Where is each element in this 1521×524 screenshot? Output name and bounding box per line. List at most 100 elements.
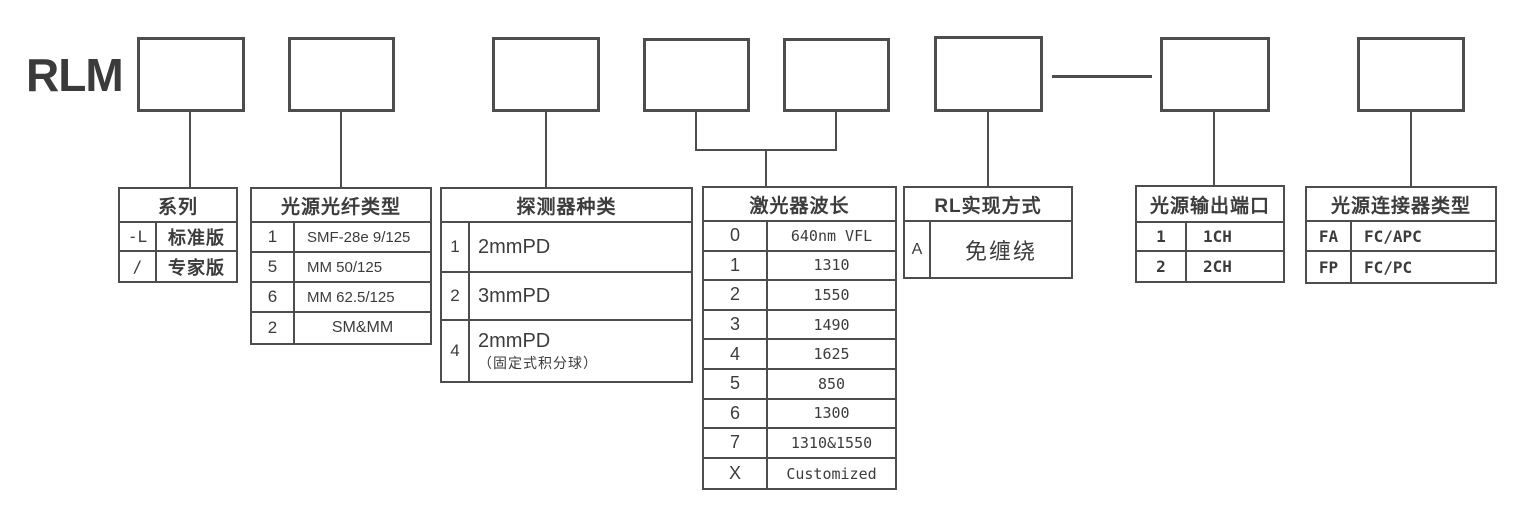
cell-code: 0 [704, 222, 768, 250]
code-box-wavelength-2 [783, 38, 890, 112]
cell-code: 6 [252, 283, 295, 311]
code-box-fiber-type [288, 37, 395, 112]
table-row: 5 MM 50/125 [252, 253, 430, 283]
cell-code: 1 [442, 223, 470, 271]
table-fiber-type-title: 光源光纤类型 [252, 189, 430, 223]
cell-code: / [120, 252, 157, 281]
cell-code: 5 [704, 369, 768, 398]
cell-code: 7 [704, 429, 768, 457]
cell-value: 1625 [813, 345, 850, 364]
code-box-rl-method [934, 36, 1043, 112]
table-row: 6 MM 62.5/125 [252, 283, 430, 313]
cell-value: 1490 [813, 315, 850, 334]
table-row: 5 850 [704, 369, 895, 400]
table-detector-title: 探测器种类 [442, 189, 691, 223]
cell-value: 标准版 [168, 227, 225, 248]
table-fiber-type: 光源光纤类型 1 SMF-28e 9/125 5 MM 50/125 6 MM … [250, 187, 432, 345]
cell-value: MM 50/125 [307, 258, 383, 276]
cell-value: 640nm VFL [790, 226, 873, 245]
table-wavelength-title: 激光器波长 [704, 188, 895, 222]
connector-output-port [1213, 111, 1215, 186]
cell-code: 4 [704, 340, 768, 368]
cell-code: 1 [1137, 223, 1187, 250]
table-series: 系列 -L 标准版 / 专家版 [118, 187, 238, 283]
table-row: -L 标准版 [120, 223, 236, 252]
cell-code: X [704, 458, 768, 489]
table-output-port-title: 光源输出端口 [1137, 187, 1283, 223]
table-row: 2 2CH [1137, 252, 1283, 281]
cell-code: 6 [704, 399, 768, 428]
cell-value: MM 62.5/125 [307, 288, 395, 306]
table-row: 0 640nm VFL [704, 222, 895, 252]
connector-wavelength-left [695, 111, 697, 151]
cell-value: 1310 [813, 256, 850, 275]
connector-fiber-type [340, 111, 342, 187]
connector-rl-method [987, 111, 989, 187]
table-row: 1 1310 [704, 251, 895, 282]
cell-code: -L [120, 223, 157, 250]
cell-code: 2 [704, 281, 768, 309]
table-rl-method-title: RL实现方式 [905, 188, 1071, 222]
table-row: A 免缠绕 [905, 222, 1071, 277]
cell-value-main: 2mmPD [478, 329, 551, 352]
cell-value: 免缠绕 [964, 238, 1037, 264]
cell-value: 1310&1550 [790, 433, 873, 452]
cell-code: 1 [252, 223, 295, 251]
connector-detector [545, 111, 547, 187]
cell-value: FC/PC [1364, 257, 1413, 277]
table-row: 1 2mmPD [442, 223, 691, 273]
table-wavelength: 激光器波长 0 640nm VFL 1 1310 2 1550 3 1490 4… [702, 186, 897, 491]
table-output-port: 光源输出端口 1 1CH 2 2CH [1135, 185, 1285, 283]
code-box-wavelength-1 [643, 38, 750, 112]
cell-value: 1550 [813, 285, 850, 304]
cell-code: FA [1307, 222, 1352, 250]
cell-value: 专家版 [168, 257, 225, 278]
cell-value: 1CH [1203, 227, 1232, 246]
table-row: 2 1550 [704, 281, 895, 311]
table-row: 4 1625 [704, 340, 895, 370]
cell-code: 3 [704, 310, 768, 339]
connector-wavelength-stem [765, 149, 767, 187]
table-rl-method: RL实现方式 A 免缠绕 [903, 186, 1073, 279]
table-row: 1 SMF-28e 9/125 [252, 223, 430, 253]
table-row: 4 2mmPD （固定式积分球） [442, 321, 691, 381]
table-detector: 探测器种类 1 2mmPD 2 3mmPD 4 2mmPD （固定式积分球） [440, 187, 693, 383]
cell-code: 5 [252, 253, 295, 281]
cell-code: 2 [252, 313, 295, 343]
table-row: 3 1490 [704, 310, 895, 341]
cell-value: SMF-28e 9/125 [307, 228, 411, 246]
table-row: 2 3mmPD [442, 273, 691, 321]
cell-code: 1 [704, 251, 768, 280]
table-row: FA FC/APC [1307, 222, 1495, 252]
cell-value: FC/APC [1364, 226, 1422, 246]
table-connector-type-title: 光源连接器类型 [1307, 188, 1495, 222]
connector-connector-type [1410, 111, 1412, 187]
cell-value: 850 [817, 374, 846, 393]
cell-code: 4 [442, 321, 470, 381]
model-prefix: RLM [26, 49, 124, 101]
dash-separator [1052, 75, 1152, 78]
code-box-series [137, 37, 245, 112]
table-row: 1 1CH [1137, 223, 1283, 252]
table-row: FP FC/PC [1307, 252, 1495, 282]
connector-wavelength-right [835, 111, 837, 151]
cell-code: A [905, 222, 931, 277]
cell-value: 2mmPD [478, 235, 551, 258]
code-box-output-port [1160, 37, 1270, 112]
cell-value: 2CH [1203, 257, 1232, 276]
table-connector-type: 光源连接器类型 FA FC/APC FP FC/PC [1305, 186, 1497, 284]
code-box-detector [492, 37, 600, 112]
table-row: 2 SM&MM [252, 313, 430, 343]
cell-value: Customized [786, 464, 877, 483]
cell-value: 2mmPD （固定式积分球） [470, 321, 691, 381]
code-box-connector [1357, 37, 1465, 112]
cell-value-note: （固定式积分球） [478, 354, 598, 371]
table-row: X Customized [704, 458, 895, 489]
table-row: 6 1300 [704, 399, 895, 430]
cell-code: 2 [442, 273, 470, 319]
connector-series [189, 111, 191, 187]
cell-code: 2 [1137, 252, 1187, 281]
table-row: 7 1310&1550 [704, 429, 895, 459]
table-row: / 专家版 [120, 252, 236, 281]
